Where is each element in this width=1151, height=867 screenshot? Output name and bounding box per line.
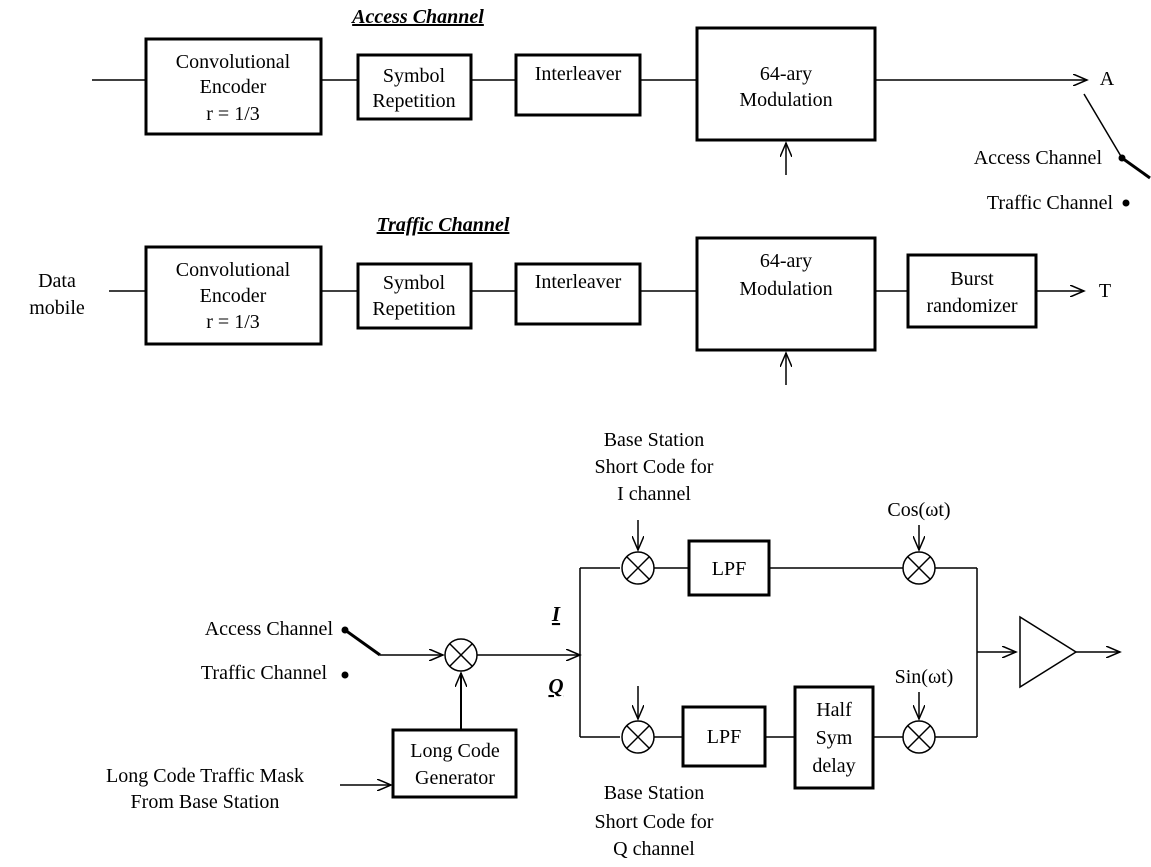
traffic-encoder-line3: r = 1/3 <box>206 311 260 333</box>
burst-randomizer-line2: randomizer <box>926 295 1017 317</box>
half-symbol-delay <box>793 685 875 790</box>
spreading-section: Access Channel Traffic Channel Long Code… <box>106 429 1120 860</box>
access-encoder-line2: Encoder <box>200 76 267 98</box>
half-sym-delay-line2: Sym <box>816 727 853 749</box>
access-output-label: A <box>1100 68 1115 90</box>
i-channel-label: I <box>551 602 561 626</box>
switch-access-label: Access Channel <box>974 147 1103 169</box>
i-short-code-line3: I channel <box>617 483 691 505</box>
i-lpf <box>687 539 771 597</box>
switch-traffic-contact <box>1122 199 1130 207</box>
access-encoder-line1: Convolutional <box>176 51 291 73</box>
traffic-modulation-line1: 64-ary <box>760 250 812 272</box>
burst-randomizer-line1: Burst <box>950 268 994 290</box>
traffic-symbol-repetition <box>356 262 473 330</box>
half-sym-delay-line3: delay <box>812 755 855 777</box>
access-channel-title: Access Channel <box>350 6 484 28</box>
traffic-modulation-line2: Modulation <box>739 278 832 300</box>
access-repetition-line1: Symbol <box>383 65 446 87</box>
spreader-switch-arm <box>344 628 381 657</box>
access-modulation-line2: Modulation <box>739 89 832 111</box>
q-lpf-label: LPF <box>707 726 741 748</box>
long-code-generator <box>391 728 518 799</box>
traffic-channel-section: Traffic Channel Data mobile Convolutiona… <box>29 214 1111 385</box>
access-encoder-line3: r = 1/3 <box>206 103 260 125</box>
traffic-output-label: T <box>1099 280 1111 302</box>
access-interleaver-label: Interleaver <box>535 63 622 85</box>
q-lpf <box>681 705 767 768</box>
long-code-mask-line1: Long Code Traffic Mask <box>106 765 304 787</box>
sin-mixer-cross-b <box>907 725 931 749</box>
traffic-interleaver-label: Interleaver <box>535 271 622 293</box>
amplifier-icon <box>1019 615 1078 689</box>
burst-randomizer <box>906 253 1038 329</box>
cos-label: Cos(ωt) <box>887 499 950 521</box>
traffic-encoder-line1: Convolutional <box>176 259 291 281</box>
q-mixer-cross-b <box>626 725 650 749</box>
output-selector-switch: Access Channel Traffic Channel <box>974 93 1151 214</box>
i-lpf-label: LPF <box>712 558 746 580</box>
access-64ary-modulation <box>695 26 877 142</box>
traffic-interleaver <box>514 262 642 326</box>
i-short-code-line2: Short Code for <box>595 456 714 478</box>
access-interleaver <box>514 53 642 117</box>
spreader-traffic-label: Traffic Channel <box>201 662 328 684</box>
traffic-convolutional-encoder <box>144 245 323 346</box>
switch-arm <box>1121 156 1151 180</box>
sin-label: Sin(ωt) <box>895 666 954 688</box>
half-sym-delay-line1: Half <box>816 699 852 721</box>
traffic-channel-title: Traffic Channel <box>377 214 510 236</box>
spreader-access-label: Access Channel <box>205 618 334 640</box>
long-code-mask-line2: From Base Station <box>131 791 280 813</box>
switch-wire-a <box>1083 93 1123 159</box>
data-mobile-label-line2: mobile <box>29 297 85 319</box>
traffic-encoder-line2: Encoder <box>200 285 267 307</box>
data-mobile-label-line1: Data <box>38 270 76 292</box>
switch-traffic-label: Traffic Channel <box>987 192 1114 214</box>
access-modulation-line1: 64-ary <box>760 63 812 85</box>
i-short-code-line1: Base Station <box>604 429 705 451</box>
long-code-mixer-cross-b <box>449 643 473 667</box>
access-convolutional-encoder <box>144 37 323 136</box>
traffic-64ary-modulation <box>695 236 877 352</box>
switch-access-contact <box>1118 154 1126 162</box>
traffic-repetition-line1: Symbol <box>383 272 446 294</box>
access-channel-section: Access Channel Convolutional Encoder r =… <box>92 6 1115 175</box>
long-code-generator-line1: Long Code <box>410 740 500 762</box>
i-mixer-cross-b <box>626 556 650 580</box>
q-channel-label: Q <box>548 674 563 698</box>
q-short-code-line2: Short Code for <box>595 811 714 833</box>
q-short-code-line3: Q channel <box>613 838 695 860</box>
traffic-repetition-line2: Repetition <box>372 298 455 320</box>
access-repetition-line2: Repetition <box>372 90 455 112</box>
long-code-generator-line2: Generator <box>415 767 495 789</box>
q-short-code-line1: Base Station <box>604 782 705 804</box>
cos-mixer-cross-b <box>907 556 931 580</box>
spreader-traffic-contact <box>341 671 349 679</box>
access-symbol-repetition <box>356 53 473 121</box>
